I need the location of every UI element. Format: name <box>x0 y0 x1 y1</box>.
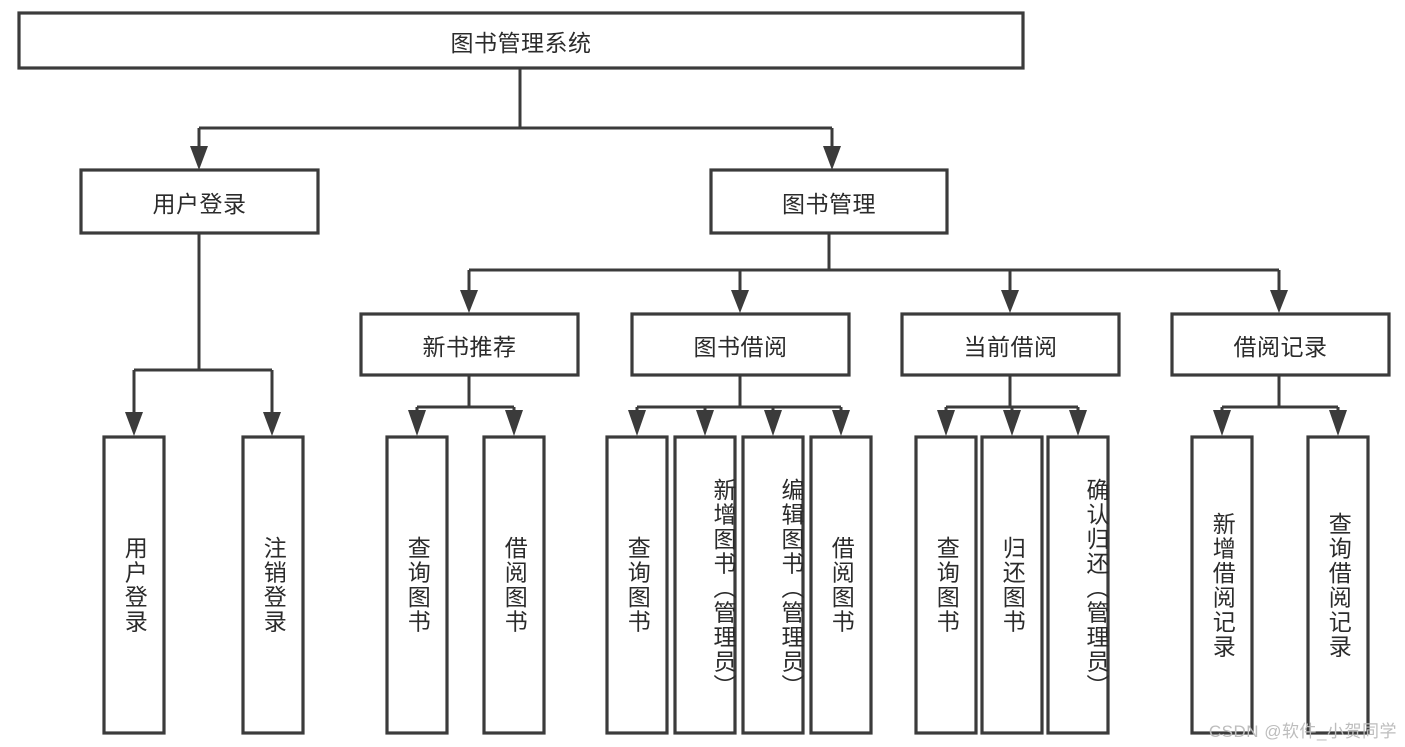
arrow-head-icon <box>408 410 426 436</box>
leaf-book-borrow-2[interactable] <box>741 435 805 735</box>
leaf-book-borrow-3[interactable] <box>809 435 873 735</box>
leaf-new-book-0[interactable] <box>385 435 449 735</box>
arrow-head-icon <box>1003 410 1021 436</box>
node-book-borrow[interactable] <box>630 312 851 377</box>
leaf-current-borrow-2[interactable] <box>1046 435 1110 735</box>
leaf-book-borrow-1[interactable] <box>673 435 737 735</box>
connector-group-book-manage <box>460 233 1288 313</box>
node-current-borrow[interactable] <box>900 312 1121 377</box>
arrow-head-icon <box>731 290 749 313</box>
arrow-head-icon <box>832 410 850 436</box>
arrow-head-icon <box>823 146 841 170</box>
arrow-head-icon <box>460 290 478 313</box>
node-book-manage[interactable] <box>709 168 949 235</box>
leaf-user-login-0[interactable] <box>102 435 166 735</box>
leaf-borrow-record-0[interactable] <box>1190 435 1254 735</box>
arrow-head-icon <box>505 410 523 436</box>
leaf-user-login-1[interactable] <box>241 435 305 735</box>
node-user-login[interactable] <box>79 168 320 235</box>
connector-group-book-borrow <box>628 375 850 436</box>
arrow-head-icon <box>1069 410 1087 436</box>
arrow-head-icon <box>1213 410 1231 436</box>
connector-group-current-borrow <box>937 375 1087 436</box>
arrow-head-icon <box>937 410 955 436</box>
arrow-head-icon <box>628 410 646 436</box>
arrow-head-icon <box>1001 290 1019 313</box>
connector-group-user-login <box>125 233 281 436</box>
node-borrow-record[interactable] <box>1170 312 1391 377</box>
leaf-new-book-1[interactable] <box>482 435 546 735</box>
arrow-head-icon <box>125 412 143 436</box>
leaf-current-borrow-0[interactable] <box>914 435 978 735</box>
csdn-watermark: CSDN @软件_小贺同学 <box>1208 722 1397 741</box>
connector-group-borrow-record <box>1213 375 1347 436</box>
arrow-head-icon <box>190 146 208 170</box>
leaf-book-borrow-0[interactable] <box>605 435 669 735</box>
node-root[interactable] <box>17 11 1025 70</box>
leaf-current-borrow-1[interactable] <box>980 435 1044 735</box>
arrow-head-icon <box>764 410 782 436</box>
arrow-head-icon <box>1270 290 1288 313</box>
arrow-head-icon <box>696 410 714 436</box>
node-new-book-recommend[interactable] <box>359 312 580 377</box>
connector-group-new-book <box>408 375 523 436</box>
leaf-borrow-record-1[interactable] <box>1306 435 1370 735</box>
arrow-head-icon <box>1329 410 1347 436</box>
connector-group-root <box>190 68 841 170</box>
arrow-head-icon <box>263 412 281 436</box>
